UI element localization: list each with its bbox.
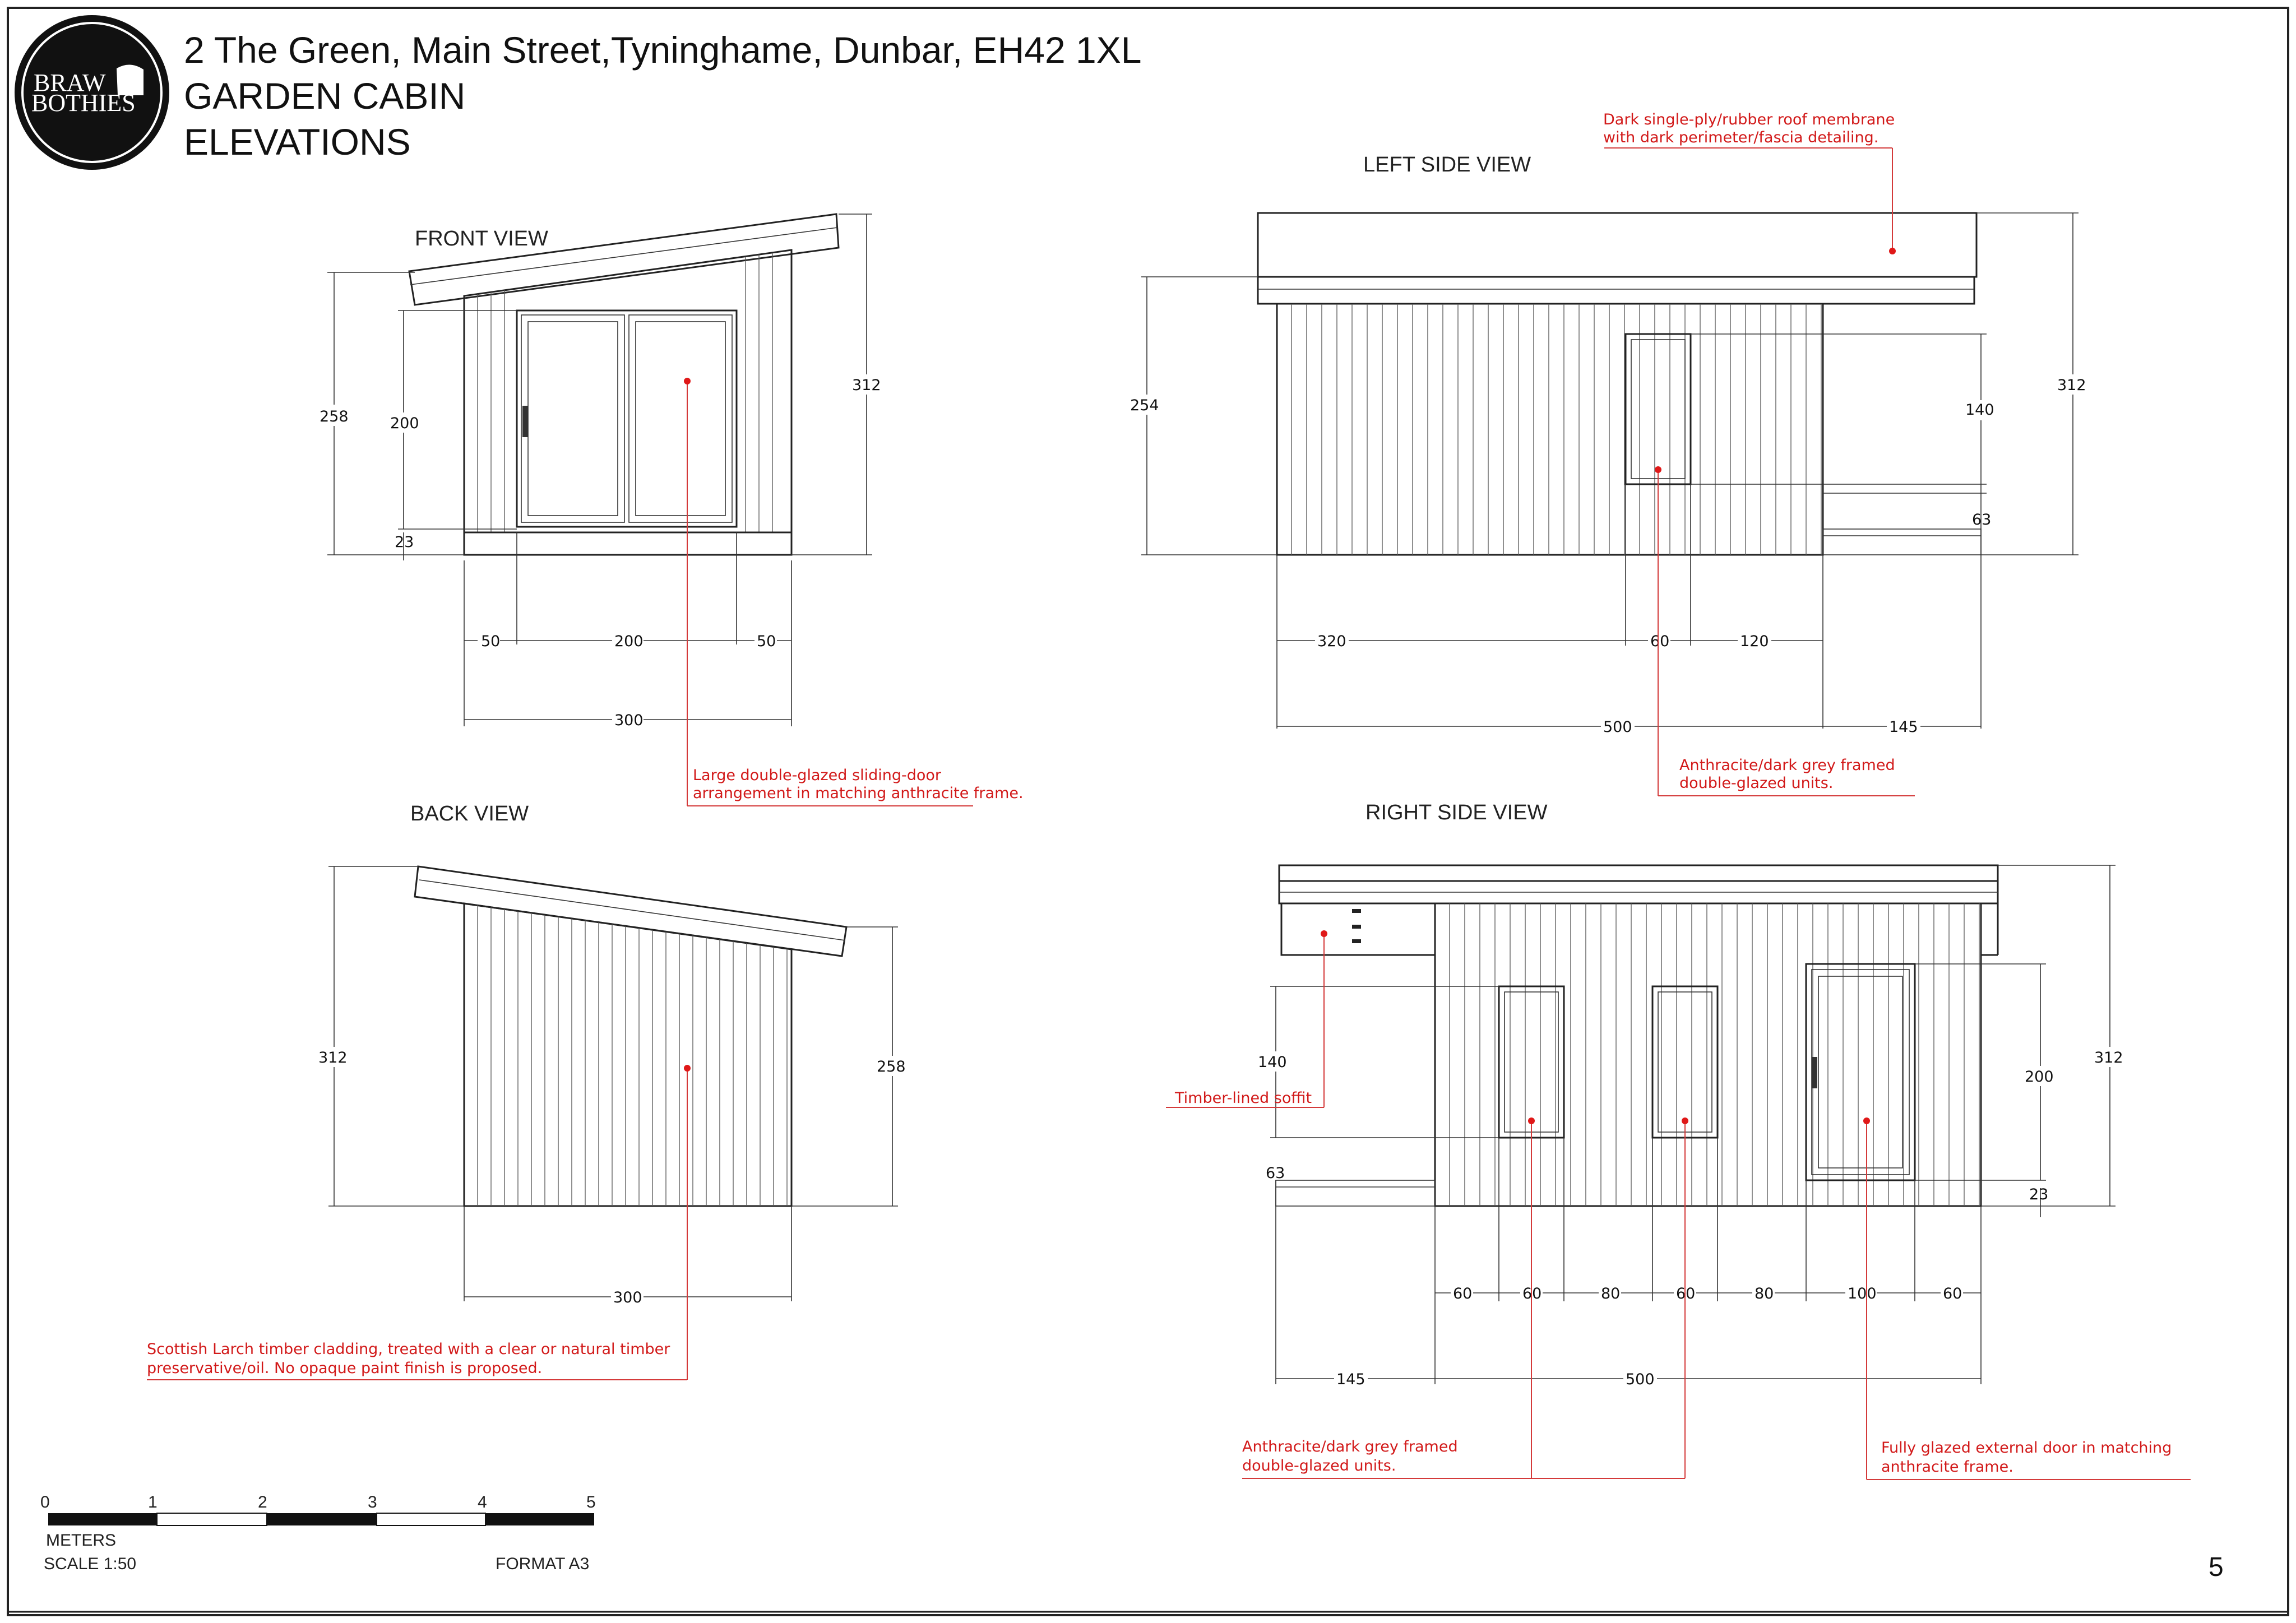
dim-left-seg2: 120 (1740, 633, 1769, 650)
left-view-label: LEFT SIDE VIEW (1363, 153, 1531, 177)
note-cladding-2: preservative/oil. No opaque paint finish… (147, 1360, 542, 1377)
right-roof (1278, 864, 1999, 882)
sheet-title: ELEVATIONS (184, 121, 411, 163)
note-right-windows-1: Anthracite/dark grey framed (1242, 1438, 1458, 1455)
scale-tick-0: 0 (40, 1493, 50, 1511)
scale-tick-5: 5 (586, 1493, 596, 1511)
front-sliding-door-frame (516, 309, 738, 528)
front-base (463, 531, 793, 556)
note-sliding-door-1: Large double-glazed sliding-door (693, 767, 942, 784)
right-deck (1275, 1180, 1436, 1207)
dim-back-tall-h: 312 (318, 1049, 348, 1066)
dim-right-door-w: 100 (1848, 1285, 1877, 1302)
right-side-view: RIGHT SIDE VIEW (1166, 801, 2191, 1480)
back-view: BACK VIEW 312 258 300 Scottish Larch tim… (147, 802, 913, 1380)
back-cladding (477, 905, 788, 1206)
page-number: 5 (2209, 1552, 2224, 1582)
dim-right-w1: 60 (1522, 1285, 1542, 1302)
right-window-2 (1651, 985, 1719, 1139)
project-title: GARDEN CABIN (184, 75, 465, 117)
left-fascia (1257, 276, 1975, 305)
scale-tick-4: 4 (478, 1493, 487, 1511)
logo-text-line1: BRAW (34, 69, 106, 96)
dim-right-base-h: 23 (2029, 1186, 2048, 1203)
dim-left-deck-h: 63 (1972, 511, 1991, 528)
dim-front-base-h: 23 (395, 534, 414, 551)
front-view-label: FRONT VIEW (415, 227, 548, 251)
dim-front-roof-h: 312 (852, 377, 881, 394)
left-wall (1276, 303, 1824, 556)
right-view-label: RIGHT SIDE VIEW (1365, 801, 1548, 824)
dim-left-win-w: 60 (1650, 633, 1669, 650)
left-window (1624, 333, 1692, 485)
braw-bothies-logo: BRAW BOTHIES (15, 15, 169, 170)
note-left-windows-2: double-glazed units. (1679, 775, 1833, 792)
left-side-view: LEFT SIDE VIEW 254 140 63 31 (1127, 111, 2090, 796)
dim-right-deck-w: 145 (1336, 1371, 1365, 1388)
note-ext-door-2: anthracite frame. (1881, 1458, 2013, 1476)
dim-front-width: 300 (614, 712, 644, 729)
left-deck (1822, 528, 1982, 555)
dim-right-sill-h: 140 (1258, 1054, 1287, 1071)
left-roof (1257, 212, 1978, 278)
door-handle (522, 406, 528, 437)
dim-right-s2: 80 (1601, 1285, 1620, 1302)
logo-text-line2: BOTHIES (31, 89, 136, 117)
ext-door-handle (1812, 1057, 1817, 1088)
page-border (7, 7, 2289, 1616)
dim-right-deck-h: 63 (1266, 1165, 1285, 1182)
dim-back-short-h: 258 (877, 1058, 906, 1075)
dim-left-wall-h: 254 (1130, 397, 1159, 414)
right-cladding (1449, 903, 1980, 1206)
right-wall (1434, 902, 1982, 1207)
scale-bar: 0 1 2 3 4 5 METERS SCALE 1:50 FORMAT A3 (40, 1493, 596, 1573)
dim-right-length: 500 (1626, 1371, 1655, 1388)
note-roof-2: with dark perimeter/fascia detailing. (1603, 129, 1878, 146)
note-right-windows-2: double-glazed units. (1242, 1457, 1396, 1474)
dim-left-deck-w: 145 (1889, 718, 1918, 736)
dim-right-roof-h: 312 (2094, 1049, 2123, 1066)
scale-tick-1: 1 (148, 1493, 158, 1511)
back-wall (463, 902, 793, 1207)
scale-tick-3: 3 (368, 1493, 377, 1511)
note-soffit: Timber-lined soffit (1174, 1089, 1312, 1107)
dim-right-s1: 60 (1453, 1285, 1472, 1302)
dim-right-w2: 60 (1676, 1285, 1695, 1302)
dim-back-width: 300 (613, 1289, 642, 1306)
note-cladding-1: Scottish Larch timber cladding, treated … (147, 1341, 670, 1358)
sheet-format: FORMAT A3 (496, 1555, 589, 1573)
dim-front-overall-h: 258 (320, 408, 349, 425)
dim-left-window-h: 140 (1965, 401, 1994, 419)
note-ext-door-1: Fully glazed external door in matching (1881, 1439, 2172, 1457)
back-roof (414, 865, 848, 957)
dim-front-door-w: 200 (614, 633, 644, 650)
note-sliding-door-2: arrangement in matching anthracite frame… (693, 785, 1024, 802)
address-title: 2 The Green, Main Street,Tyninghame, Dun… (184, 29, 1141, 71)
right-external-door (1805, 963, 1916, 1181)
note-left-windows-1: Anthracite/dark grey framed (1679, 757, 1895, 774)
dim-front-side-r: 50 (757, 633, 776, 650)
front-view: FRONT VIEW 258 20 (314, 213, 1024, 806)
scale-ratio: SCALE 1:50 (44, 1555, 136, 1573)
dim-front-side-l: 50 (481, 633, 500, 650)
front-roof (408, 213, 840, 306)
scale-tick-2: 2 (258, 1493, 267, 1511)
dim-left-length: 500 (1603, 718, 1632, 736)
front-cladding (477, 253, 773, 532)
left-cladding (1291, 304, 1822, 555)
logo-mark-icon (117, 64, 144, 95)
right-window-1 (1498, 985, 1565, 1139)
dim-right-door-h: 200 (2025, 1068, 2054, 1086)
dim-left-seg1: 320 (1317, 633, 1346, 650)
note-roof-1: Dark single-ply/rubber roof membrane (1603, 111, 1895, 128)
scale-units: METERS (46, 1531, 116, 1550)
dim-right-s3: 80 (1755, 1285, 1774, 1302)
dim-left-roof-h: 312 (2057, 377, 2086, 394)
dim-right-s4: 60 (1943, 1285, 1962, 1302)
dim-front-door-h: 200 (390, 415, 419, 432)
back-view-label: BACK VIEW (410, 802, 529, 826)
